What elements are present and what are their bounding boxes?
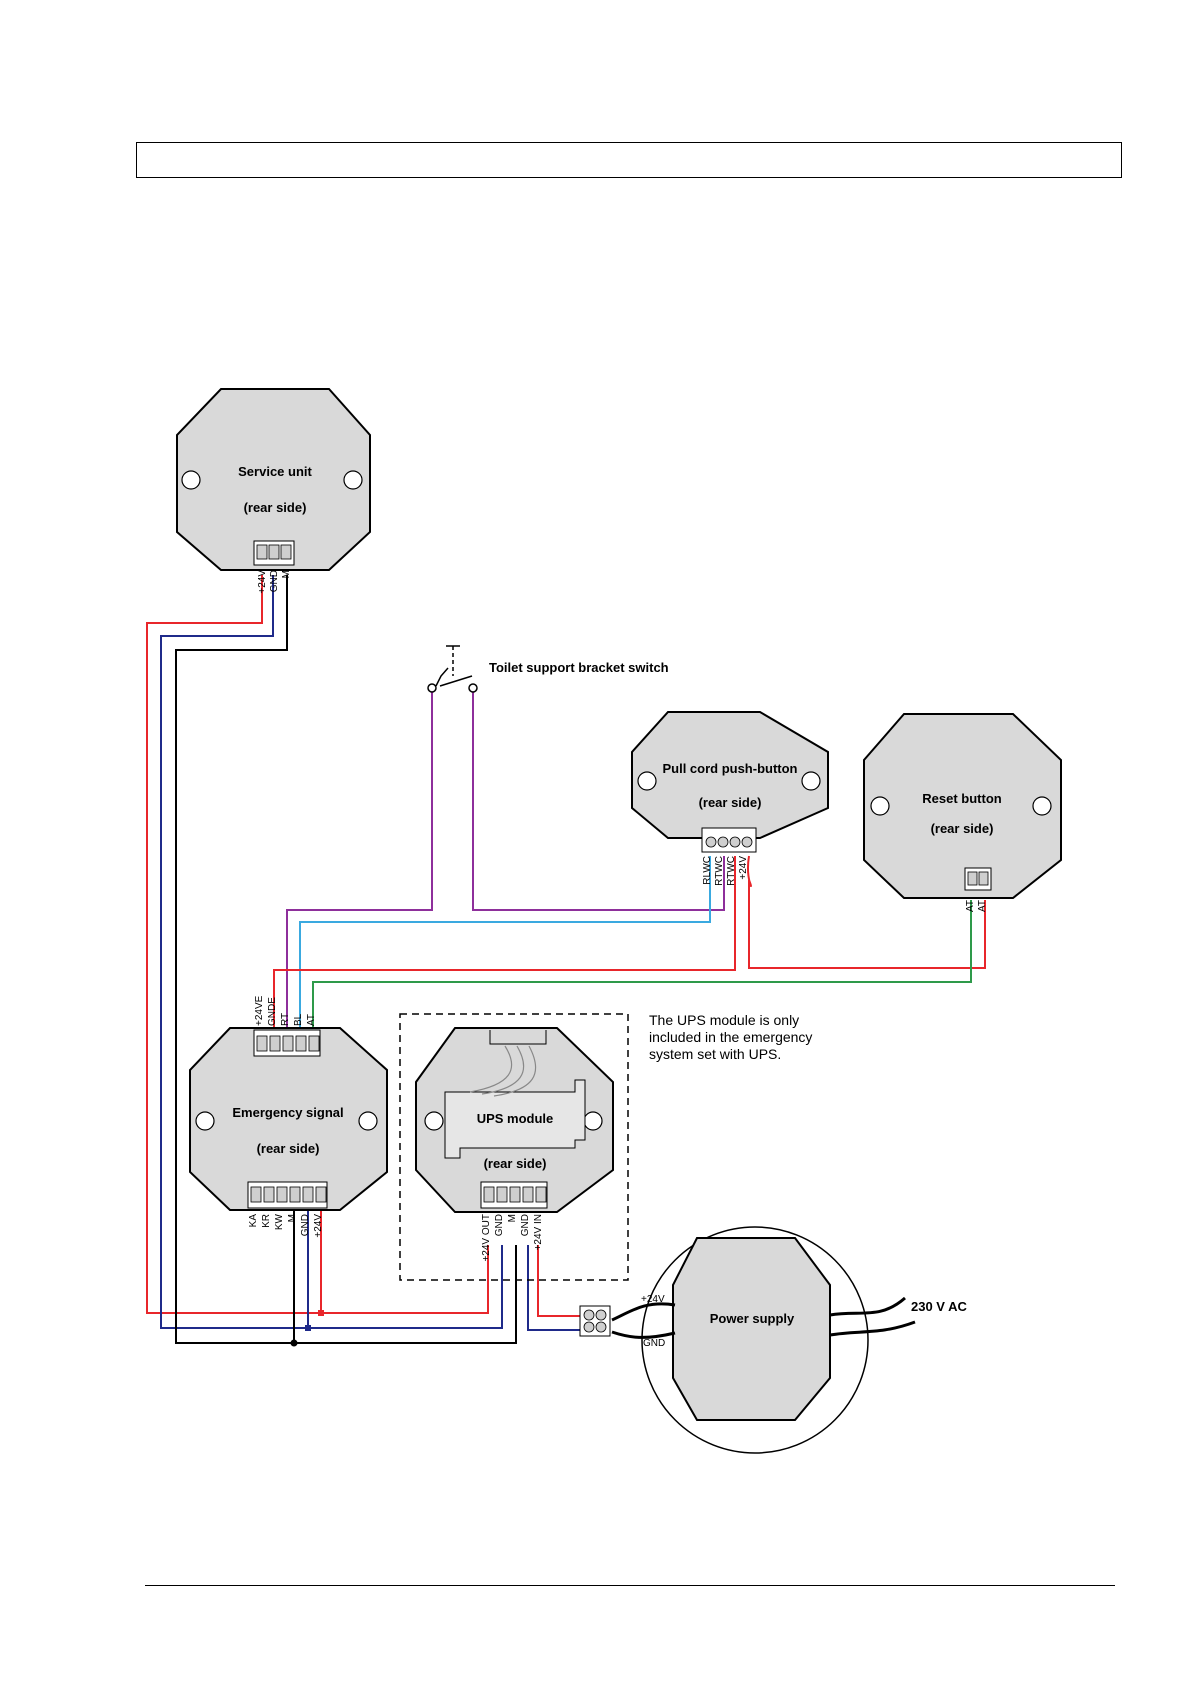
wire-at <box>312 900 972 1030</box>
mounting-hole <box>801 771 821 791</box>
terminal-label: GND <box>494 1214 505 1236</box>
reset-button-title: Reset button <box>922 791 1002 806</box>
ups-module: UPS module (rear side) +24V OUT GND M GN… <box>415 1027 614 1262</box>
terminal-label: +24V <box>257 570 268 594</box>
mounting-hole <box>181 470 201 490</box>
mains-label: 230 V AC <box>911 1299 967 1314</box>
terminal-label: RLWC <box>702 856 713 885</box>
ups-module-subtitle: (rear side) <box>484 1156 547 1171</box>
terminal-label: RT <box>280 1013 291 1026</box>
mounting-hole <box>343 470 363 490</box>
wire-service-plus24 <box>146 575 489 1314</box>
terminal-label: M <box>281 570 292 578</box>
pull-cord-push-button: Pull cord push-button (rear side) RLWC R… <box>631 711 829 886</box>
terminal-block-top <box>253 1029 321 1057</box>
mounting-hole <box>1032 796 1052 816</box>
service-unit-subtitle: (rear side) <box>244 500 307 515</box>
emergency-signal-subtitle: (rear side) <box>257 1141 320 1156</box>
power-supply: Power supply +24V GND 230 V AC <box>579 1226 967 1454</box>
mounting-hole <box>637 771 657 791</box>
terminal-label: BL <box>293 1013 304 1026</box>
reset-button: Reset button (rear side) AT AT <box>863 713 1062 912</box>
reset-button-subtitle: (rear side) <box>931 821 994 836</box>
wire-service-m <box>175 575 517 1344</box>
emergency-signal-title: Emergency signal <box>232 1105 343 1120</box>
terminal-label: RTWC <box>726 856 737 886</box>
terminal-label: GND <box>300 1214 311 1236</box>
svg-text:The UPS module is only: The UPS module is only <box>649 1012 799 1028</box>
ps-gnd-label: GND <box>643 1338 665 1349</box>
service-unit: Service unit (rear side) +24V GND M <box>176 388 371 594</box>
wire-ups-gnd-in <box>527 1245 582 1331</box>
emergency-signal: Emergency signal (rear side) +24VE GNDE … <box>189 995 388 1238</box>
terminal-label: M <box>287 1214 298 1222</box>
wire-ups-plus24-in <box>537 1245 582 1317</box>
terminal-block <box>964 867 992 891</box>
mounting-hole <box>195 1111 215 1131</box>
mounting-hole <box>424 1111 444 1131</box>
terminal-block <box>253 540 295 566</box>
terminal-label: M <box>507 1214 518 1222</box>
toilet-support-switch <box>427 645 478 693</box>
mounting-hole <box>583 1111 603 1131</box>
footer-rule <box>145 1585 1115 1586</box>
terminal-label: GND <box>269 570 280 592</box>
terminal-label: RTWC <box>714 856 725 886</box>
terminal-block <box>701 827 757 853</box>
terminal-label: +24V IN <box>533 1214 544 1250</box>
terminal-label: GNDE <box>267 997 278 1026</box>
svg-text:system set with UPS.: system set with UPS. <box>649 1046 781 1062</box>
pull-cord-subtitle: (rear side) <box>699 795 762 810</box>
terminal-block-bottom <box>247 1181 328 1209</box>
terminal-label: GND <box>520 1214 531 1236</box>
ps-plus24-label: +24V <box>641 1294 665 1305</box>
terminal-label: +24V <box>738 856 749 880</box>
connector-block <box>579 1305 611 1337</box>
terminal-label: AT <box>965 900 976 912</box>
wire-bl <box>299 856 711 1030</box>
terminal-label: KR <box>261 1214 272 1228</box>
wire-toilet-left <box>286 688 433 1030</box>
wire-toilet-right <box>472 688 725 911</box>
terminal-label: KW <box>274 1213 285 1230</box>
service-unit-title: Service unit <box>238 464 312 479</box>
ups-module-title: UPS module <box>477 1111 554 1126</box>
terminal-label: +24V <box>313 1214 324 1238</box>
ups-note: The UPS module is only included in the e… <box>649 1012 812 1062</box>
wire-rt <box>273 856 736 1030</box>
wire-service-gnd <box>160 575 503 1329</box>
wires <box>146 575 986 1347</box>
pull-cord-title: Pull cord push-button <box>662 761 797 776</box>
svg-text:included in the emergency: included in the emergency <box>649 1029 812 1045</box>
junction-gnd <box>305 1325 311 1331</box>
junction-m <box>290 1339 298 1347</box>
terminal-label: KA <box>248 1214 259 1228</box>
terminal-label: AT <box>306 1014 317 1026</box>
terminal-label: +24VE <box>254 995 265 1026</box>
toilet-switch-label: Toilet support bracket switch <box>489 660 669 675</box>
terminal-label: AT <box>977 900 988 912</box>
header-box <box>136 142 1122 178</box>
ups-optional-frame <box>399 1013 629 1281</box>
terminal-label: +24V OUT <box>481 1214 492 1262</box>
mounting-hole <box>870 796 890 816</box>
mounting-hole <box>358 1111 378 1131</box>
wire-pull-plus24-reset <box>747 855 986 969</box>
power-supply-title: Power supply <box>710 1311 795 1326</box>
junction-plus24 <box>318 1310 324 1316</box>
terminal-block <box>480 1181 548 1209</box>
